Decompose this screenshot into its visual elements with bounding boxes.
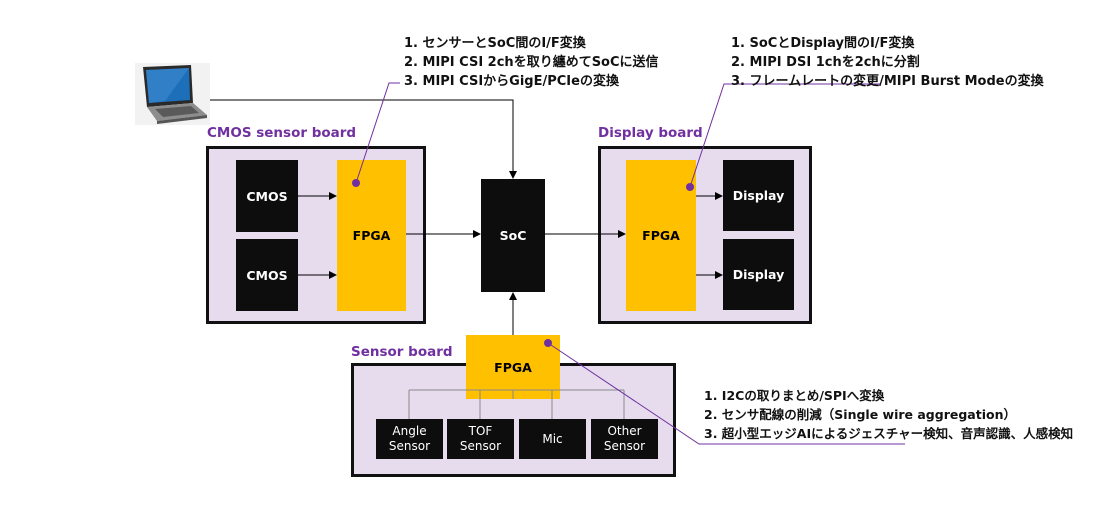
cmos-fpga-block: FPGA [337, 160, 406, 311]
cmos-fpga-notes: 1. センサーとSoC間のI/F変換 2. MIPI CSI 2chを取り纏めて… [404, 34, 659, 91]
other-sensor-block: Other Sensor [591, 419, 658, 459]
sensor-fpga-notes: 1. I2Cの取りまとめ/SPIへ変換 2. センサ配線の削減（Single w… [704, 386, 1073, 443]
note-item: 1. I2Cの取りまとめ/SPIへ変換 [704, 388, 885, 403]
cmos-block-1: CMOS [236, 160, 298, 232]
callout-dot-cmos [352, 179, 360, 187]
note-item: 1. SoCとDisplay間のI/F変換 [731, 36, 915, 51]
sensor-bus [408, 389, 625, 419]
sensor-fpga-block: FPGA [466, 335, 560, 399]
cmos-block-2: CMOS [236, 239, 298, 311]
note-item: 2. MIPI CSI 2chを取り纏めてSoCに送信 [404, 55, 659, 70]
callout-sensor-fpga [547, 342, 905, 445]
display-block-1: Display [723, 160, 794, 231]
note-item: 3. MIPI CSIからGigE/PCIeの変換 [404, 74, 619, 89]
callout-display-fpga [689, 83, 880, 188]
note-item: 3. 超小型エッジAIによるジェスチャー検知、音声認識、人感検知 [704, 426, 1074, 441]
callout-dot-sensor [544, 339, 552, 347]
sensor-label-line2: Sensor [459, 439, 502, 453]
angle-sensor-block: Angle Sensor [376, 419, 443, 459]
note-item: 1. センサーとSoC間のI/F変換 [404, 36, 586, 51]
callout-dot-display [686, 183, 694, 191]
sensor-label-line1: Mic [542, 431, 563, 446]
display-board-title: Display board [598, 125, 703, 141]
callout-cmos-fpga [355, 82, 400, 184]
laptop-icon [135, 63, 210, 125]
soc-block: SoC [481, 179, 545, 292]
display-fpga-block: FPGA [626, 160, 696, 311]
display-fpga-notes: 1. SoCとDisplay間のI/F変換 2. MIPI DSI 1chを2c… [731, 34, 1044, 91]
arrow-laptop-soc [210, 99, 517, 179]
cmos-board-title: CMOS sensor board [207, 125, 357, 141]
mic-sensor-block: Mic [519, 419, 586, 459]
note-item: 3. フレームレートの変更/MIPI Burst Modeの変換 [731, 74, 1044, 89]
note-item: 2. センサ配線の削減（Single wire aggregation） [704, 407, 1016, 422]
note-item: 2. MIPI DSI 1chを2chに分割 [731, 55, 920, 70]
sensor-board-title: Sensor board [351, 344, 453, 360]
tof-sensor-block: TOF Sensor [447, 419, 514, 459]
sensor-label-line1: TOF [468, 424, 493, 438]
sensor-label-line2: Sensor [603, 439, 646, 453]
sensor-label-line1: Angle [392, 424, 427, 438]
display-block-2: Display [723, 239, 794, 310]
sensor-label-line2: Sensor [388, 439, 431, 453]
sensor-label-line1: Other [607, 424, 642, 438]
